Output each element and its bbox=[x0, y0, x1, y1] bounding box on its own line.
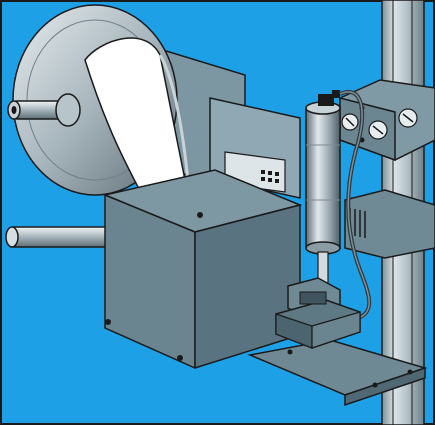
pneumatic-cylinder bbox=[305, 90, 341, 291]
guide-rod bbox=[5, 226, 121, 248]
valve-housing bbox=[339, 79, 435, 162]
dial-icon bbox=[341, 113, 359, 131]
keypad bbox=[261, 170, 279, 183]
pole-bracket bbox=[344, 189, 435, 259]
spool-axle bbox=[7, 93, 81, 127]
applicator-pad bbox=[275, 277, 361, 349]
dial-icon bbox=[398, 108, 418, 128]
dial-icon bbox=[368, 120, 388, 140]
machine-body bbox=[102, 169, 303, 370]
